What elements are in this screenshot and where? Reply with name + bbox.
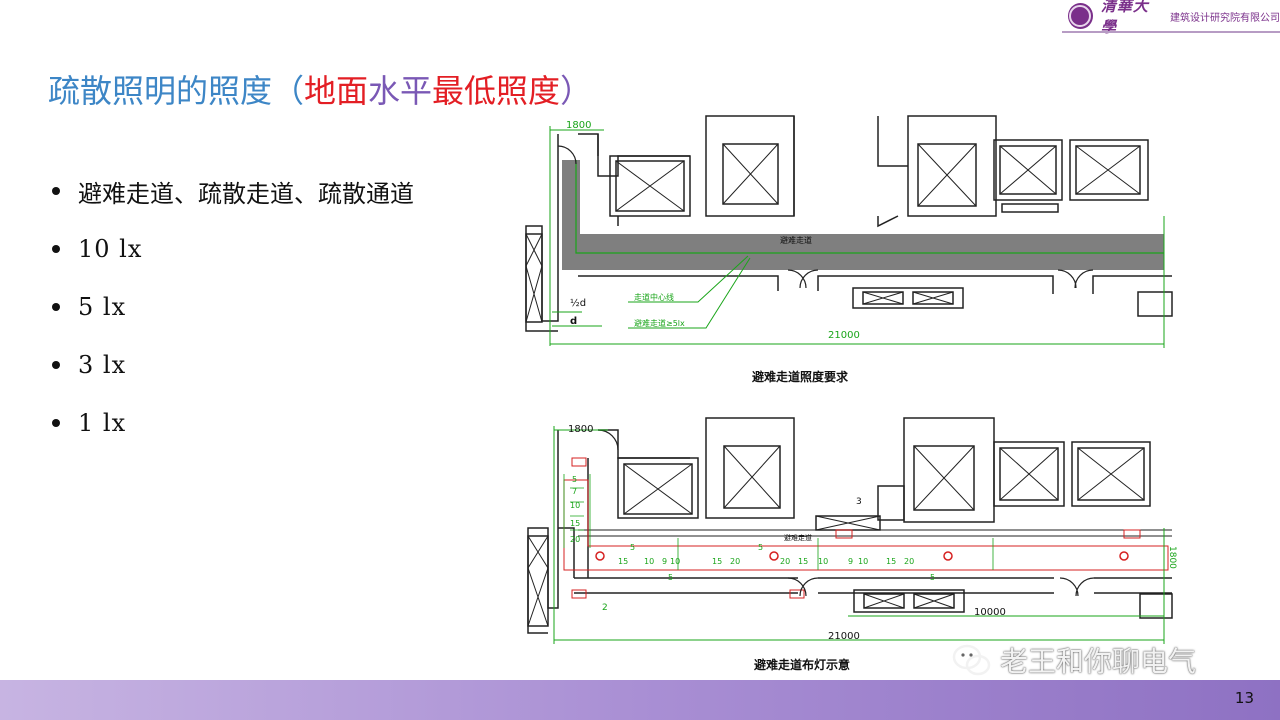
contour-label: 9 [848, 557, 853, 566]
top-dim-width: 1800 [566, 120, 591, 131]
logo-subtitle: 建筑设计研究院有限公司 [1170, 12, 1280, 24]
top-caption: 避难走道照度要求 [752, 370, 849, 384]
watermark-text: 老王和你聊电气 [1000, 645, 1197, 678]
header-logo: 清華大學 建筑设计研究院有限公司 [1062, 0, 1280, 36]
contour-label: 15 [618, 557, 628, 566]
title-part4: 最低照度 [432, 72, 561, 110]
contour-label: 10 [858, 557, 868, 566]
watermark: 老王和你聊电气 [952, 640, 1196, 680]
contour-label: 5 [668, 573, 673, 582]
bullet-item: 1 lx [52, 394, 414, 452]
bullet-item: 避难走道、疏散走道、疏散通道 [52, 162, 414, 220]
bullet-dot-icon [52, 245, 60, 253]
top-d: d [570, 316, 577, 327]
bottom-caption: 避难走道布灯示意 [754, 658, 851, 672]
contour-label: 5 [630, 543, 635, 552]
bullet-item: 3 lx [52, 336, 414, 394]
contour-label: 15 [886, 557, 896, 566]
bottom-label-3: 3 [856, 497, 862, 507]
bottom-dim-width: 1800 [568, 424, 593, 435]
bullet-list: 避难走道、疏散走道、疏散通道 10 lx 5 lx 3 lx 1 lx [52, 162, 414, 452]
bottom-label-2: 2 [602, 603, 608, 613]
bullet-text: 1 lx [78, 409, 127, 437]
bottom-dim-mid: 10000 [974, 607, 1006, 618]
bottom-dim-length: 21000 [828, 631, 860, 642]
university-seal-icon [1068, 3, 1093, 29]
slide-title: 疏散照明的照度（地面水平最低照度） [48, 66, 592, 112]
title-part1: 疏散照明的照度（ [48, 72, 305, 110]
bullet-item: 10 lx [52, 220, 414, 278]
bullet-text: 10 lx [78, 235, 143, 263]
title-part5: ） [560, 72, 593, 110]
bullet-item: 5 lx [52, 278, 414, 336]
contour-label: 5 [758, 543, 763, 552]
title-part2: 地面 [304, 72, 369, 110]
top-dim-length: 21000 [828, 330, 860, 341]
contour-label: 15 [798, 557, 808, 566]
top-half-d: ½d [570, 297, 586, 309]
bullet-dot-icon [52, 419, 60, 427]
contour-label: 7 [572, 487, 577, 496]
contour-label: 15 [712, 557, 722, 566]
contour-label: 9 [662, 557, 667, 566]
top-note-center: 走道中心线 [634, 292, 674, 302]
bottom-corridor-label: 避难走道 [784, 533, 812, 542]
corridor-illuminance-plan: 1800 21000 避难走道 ½d d 走道中心线 避难走道≥5lx [525, 115, 1173, 348]
contour-label: 20 [570, 535, 580, 544]
contour-label: 10 [670, 557, 680, 566]
contour-label: 20 [780, 557, 790, 566]
contour-label: 15 [570, 519, 580, 528]
contour-label: 10 [644, 557, 654, 566]
bullet-text: 3 lx [78, 351, 127, 379]
bullet-text: 避难走道、疏散走道、疏散通道 [78, 179, 414, 208]
title-part3: 水平 [368, 72, 433, 110]
top-note-lux: 避难走道≥5lx [634, 318, 685, 328]
bottom-dim-side: 1800 [1167, 546, 1177, 569]
bullet-text: 5 lx [78, 293, 127, 321]
contour-label: 5 [572, 475, 577, 484]
bullet-dot-icon [52, 303, 60, 311]
contour-label: 5 [930, 573, 935, 582]
header-divider [1062, 31, 1280, 33]
wechat-icon [952, 644, 991, 676]
contour-label: 20 [730, 557, 740, 566]
bullet-dot-icon [52, 187, 60, 195]
contour-label: 20 [904, 557, 914, 566]
contour-label: 10 [570, 501, 580, 510]
top-corridor-label: 避难走道 [780, 235, 812, 245]
corridor-luminaire-layout-plan: 1800 21000 10000 1800 3 2 避难走道 5 7 10 15… [527, 417, 1177, 644]
bullet-dot-icon [52, 361, 60, 369]
contour-label: 10 [818, 557, 828, 566]
footer-bar [0, 680, 1280, 720]
page-number: 13 [1234, 689, 1254, 707]
